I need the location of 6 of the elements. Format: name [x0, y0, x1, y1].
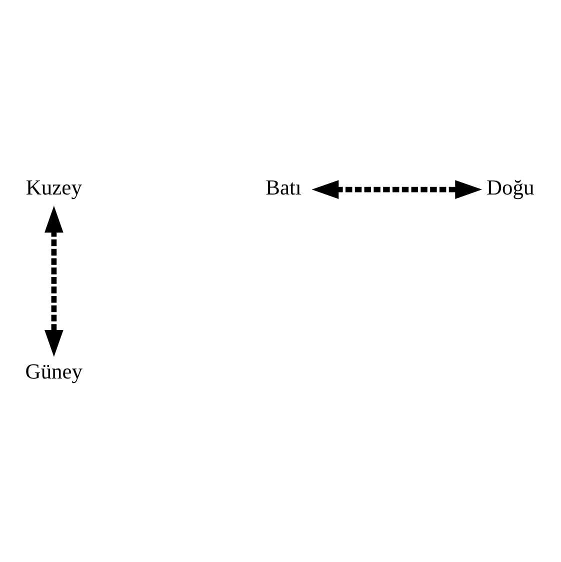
node-text: Güney: [25, 359, 83, 384]
arrow: [312, 180, 482, 198]
arrow: [44, 205, 64, 356]
node-text: Batı: [266, 175, 302, 200]
node-text: Kuzey: [26, 175, 82, 200]
node-text: Doğu: [486, 175, 534, 200]
